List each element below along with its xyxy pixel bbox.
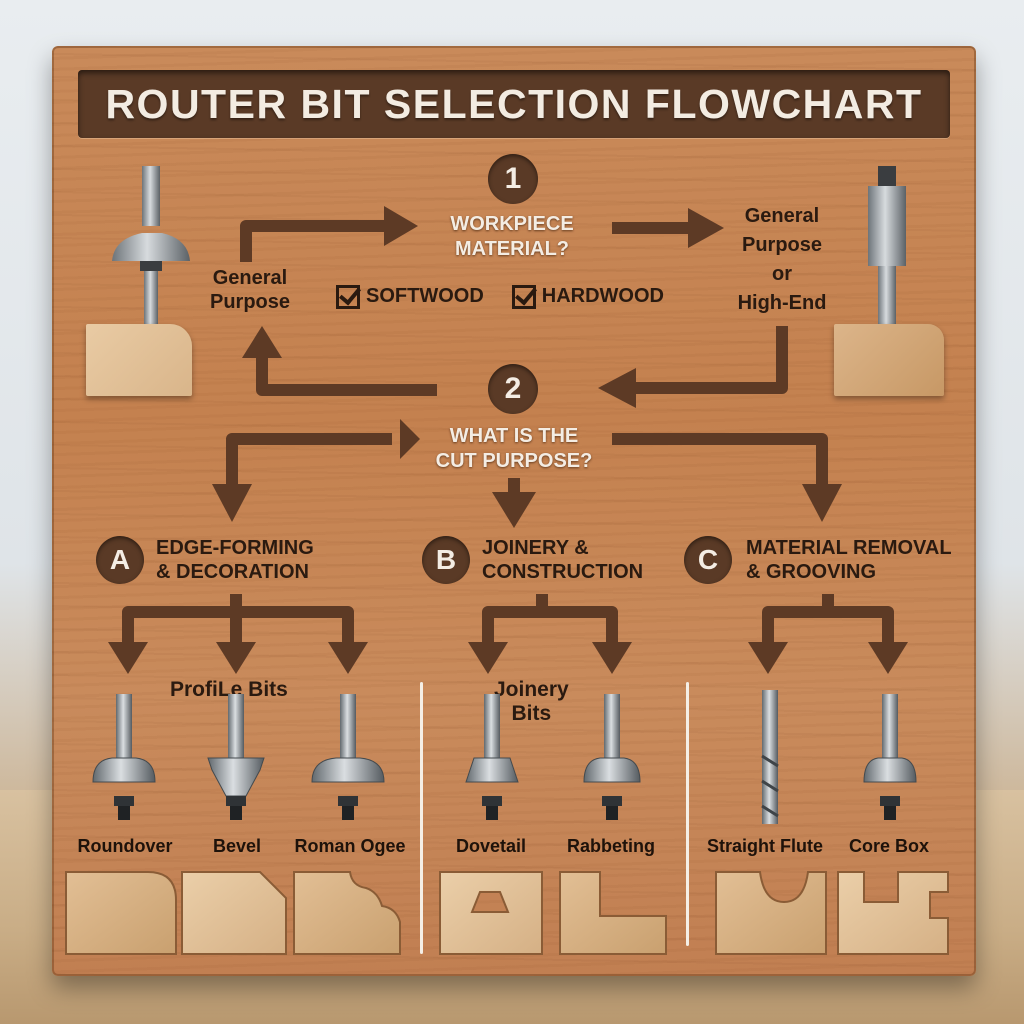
section-divider: [686, 682, 689, 946]
dovetail-sample: [439, 871, 543, 955]
roman-ogee-sample: [293, 871, 401, 955]
arrow-head: [492, 492, 536, 528]
bevel-sample: [181, 871, 287, 955]
flowchart-board: ROUTER BIT SELECTION FLOWCHART: [52, 46, 976, 976]
arrow-head: [868, 642, 908, 674]
roundover-sample: [65, 871, 177, 955]
arrow-high-end-to-step2: [632, 326, 788, 394]
arrow-head: [598, 368, 636, 408]
arrow-head: [242, 326, 282, 358]
arrow-head: [802, 484, 842, 522]
category-b-label: JOINERY & CONSTRUCTION: [482, 537, 644, 583]
roundover-sample-block: [86, 324, 192, 396]
router-bit-corebox-icon: [863, 694, 917, 820]
arrow-head: [748, 642, 788, 674]
hardwood-sample-block: [834, 324, 944, 396]
arrow-head: [328, 642, 368, 674]
sample-blocks: [65, 871, 949, 955]
step-1-question: WORKPIECE MATERIAL?: [450, 213, 574, 260]
arrow-to-step1: [240, 220, 387, 262]
step-1-badge: 1: [488, 154, 538, 204]
step-2-badge: 2: [488, 364, 538, 414]
section-divider: [420, 682, 423, 954]
arrow-head: [592, 642, 632, 674]
joinery-bits-label: Joinery Bits: [494, 678, 569, 725]
right-result-label: General Purpose or High-End: [737, 205, 827, 314]
category-c-label: MATERIAL REMOVAL & GROOVING: [746, 537, 952, 583]
router-bit-straight-icon: [761, 690, 779, 824]
branch-c: [762, 594, 894, 646]
category-c-badge: C: [684, 536, 732, 584]
bit-label-core-box: Core Box: [848, 836, 929, 856]
left-result-label: General Purpose: [209, 267, 291, 313]
router-bit-ogee-icon: [311, 694, 385, 820]
profile-bits-label: ProfiLe Bits: [170, 678, 288, 701]
router-bit-rabbet-icon: [583, 694, 641, 820]
arrow-to-category-c: [612, 433, 828, 486]
bit-label-dovetail: Dovetail: [455, 836, 527, 856]
router-bit-bevel-icon: [207, 694, 265, 820]
arrow-head: [212, 484, 252, 522]
arrow-head: [108, 642, 148, 674]
arrow-to-category-a: [226, 433, 392, 486]
material-options: SOFTWOOD HARDWOOD: [336, 284, 664, 309]
flow-arrows: [108, 206, 908, 674]
arrow-head: [216, 642, 256, 674]
router-bit-dovetail-icon: [465, 694, 519, 820]
option-hardwood[interactable]: HARDWOOD: [511, 284, 664, 309]
check-icon: [336, 284, 360, 309]
straight-bit-icon: [868, 166, 906, 328]
arrow-head: [688, 208, 724, 248]
bit-label-roman-ogee: Roman Ogee: [294, 836, 406, 856]
step-2-question: WHAT IS THE CUT PURPOSE?: [435, 425, 593, 472]
check-icon: [511, 284, 536, 309]
branch-b: [482, 594, 618, 646]
router-bits-row: [92, 690, 917, 824]
rabbeting-sample: [559, 871, 667, 955]
category-a-badge: A: [96, 536, 144, 584]
straight-flute-sample: [715, 871, 827, 955]
branch-a: [122, 594, 354, 646]
roundover-bit-icon: [112, 166, 190, 329]
router-bit-roundover-icon: [92, 694, 156, 820]
bit-label-bevel: Bevel: [212, 836, 262, 856]
arrow-head: [468, 642, 508, 674]
bit-label-rabbeting: Rabbeting: [567, 836, 655, 856]
arrow-head: [384, 206, 418, 246]
arrow-step2-to-general: [256, 356, 437, 396]
core-box-sample: [837, 871, 949, 955]
bit-label-roundover: Roundover: [77, 836, 173, 856]
option-softwood[interactable]: SOFTWOOD: [336, 284, 484, 309]
category-a-label: EDGE-FORMING & DECORATION: [156, 537, 314, 583]
title-plate: ROUTER BIT SELECTION FLOWCHART: [78, 70, 950, 138]
page-title: ROUTER BIT SELECTION FLOWCHART: [105, 80, 923, 127]
arrow-head: [400, 419, 420, 459]
category-b-badge: B: [422, 536, 470, 584]
bit-label-straight-flute: Straight Flute: [707, 836, 823, 856]
